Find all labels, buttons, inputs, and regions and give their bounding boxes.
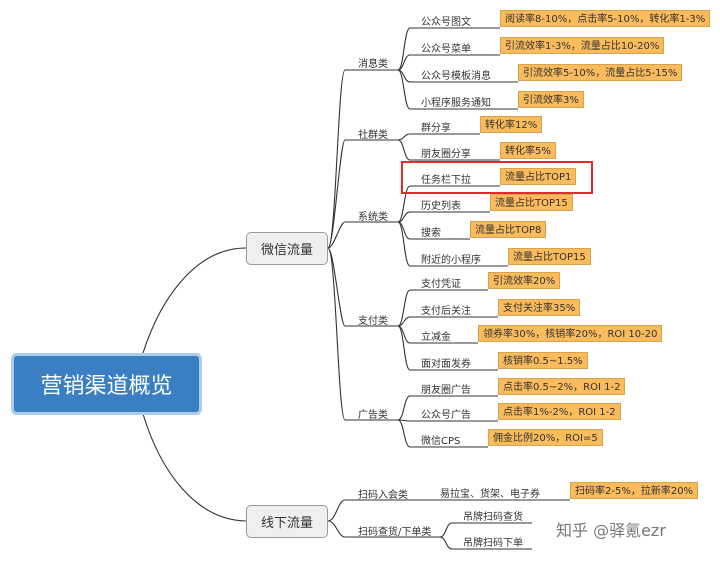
metric-tag: 阅读率8-10%，点击率5-10%，转化率1-3% xyxy=(500,10,711,27)
leaf-name[interactable]: 任务栏下拉 xyxy=(421,175,471,186)
leaf-name[interactable]: 历史列表 xyxy=(421,201,461,212)
metric-tag: 引流效率5-10%，流量占比5-15% xyxy=(518,64,683,81)
leaf-name[interactable]: 微信CPS xyxy=(421,436,461,447)
leaf-name[interactable]: 群分享 xyxy=(421,123,451,134)
offline-traffic-node[interactable]: 线下流量 xyxy=(246,505,328,538)
metric-tag: 点击率0.5~2%，ROI 1-2 xyxy=(498,378,626,395)
category-scan-join[interactable]: 扫码入会类 xyxy=(358,490,408,501)
leaf-name[interactable]: 吊牌扫码下单 xyxy=(463,538,523,549)
metric-tag: 扫码率2-5%，拉新率20% xyxy=(570,482,699,499)
metric-tag: 转化率5% xyxy=(500,142,556,159)
metric-tag: 引流效率1-3%，流量占比10-20% xyxy=(500,37,665,54)
metric-tag: 点击率1%-2%，ROI 1-2 xyxy=(498,403,621,420)
leaf-name[interactable]: 公众号图文 xyxy=(421,17,471,28)
leaf-name[interactable]: 公众号模板消息 xyxy=(421,71,491,82)
highlight-box xyxy=(401,161,593,194)
metric-tag: 领券率30%，核销率20%，ROI 10-20 xyxy=(478,325,663,342)
metric-tag: 转化率12% xyxy=(480,116,543,133)
leaf-name[interactable]: 立减金 xyxy=(421,332,451,343)
leaf-name[interactable]: 附近的小程序 xyxy=(421,255,481,266)
metric-tag: 核销率0.5~1.5% xyxy=(498,352,588,369)
leaf-name[interactable]: 搜索 xyxy=(421,228,441,239)
leaf-name[interactable]: 支付后关注 xyxy=(421,306,471,317)
metric-tag: 引流效率3% xyxy=(518,91,584,108)
leaf-name[interactable]: 公众号广告 xyxy=(421,410,471,421)
metric-tag: 佣金比例20%，ROI=5 xyxy=(488,429,603,446)
category-payment[interactable]: 支付类 xyxy=(358,316,388,327)
metric-tag: 引流效率20% xyxy=(488,272,561,289)
metric-tag: 流量占比TOP8 xyxy=(470,221,547,238)
leaf-name[interactable]: 朋友圈分享 xyxy=(421,149,471,160)
metric-tag: 流量占比TOP15 xyxy=(490,194,573,211)
leaf-name[interactable]: 小程序服务通知 xyxy=(421,98,491,109)
root-node[interactable]: 营销渠道概览 xyxy=(11,353,202,415)
wechat-traffic-node[interactable]: 微信流量 xyxy=(246,232,328,265)
leaf-name[interactable]: 支付凭证 xyxy=(421,279,461,290)
leaf-name[interactable]: 吊牌扫码查货 xyxy=(463,512,523,523)
category-system[interactable]: 系统类 xyxy=(358,212,388,223)
leaf-name[interactable]: 易拉宝、货架、电子券 xyxy=(440,489,540,500)
leaf-name[interactable]: 朋友圈广告 xyxy=(421,385,471,396)
category-message[interactable]: 消息类 xyxy=(358,59,388,70)
metric-tag: 流量占比TOP1 xyxy=(500,168,577,185)
metric-tag: 支付关注率35% xyxy=(498,299,581,316)
metric-tag: 流量占比TOP15 xyxy=(508,248,591,265)
leaf-name[interactable]: 公众号菜单 xyxy=(421,44,471,55)
leaf-name[interactable]: 面对面发券 xyxy=(421,359,471,370)
watermark: 知乎 @驿氪ezr xyxy=(556,521,666,540)
category-scan-order[interactable]: 扫码查货/下单类 xyxy=(358,527,432,538)
category-ads[interactable]: 广告类 xyxy=(358,410,388,421)
category-social[interactable]: 社群类 xyxy=(358,130,388,141)
